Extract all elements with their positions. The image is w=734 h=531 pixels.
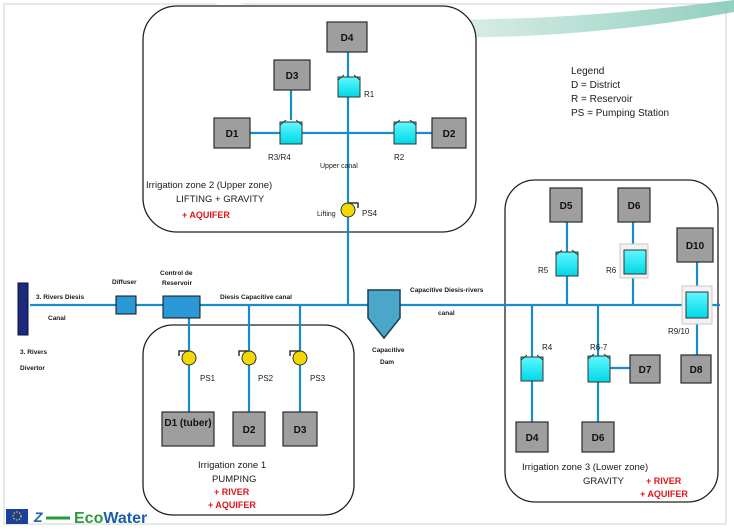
reservoir-label-r6-7: R6-7 [590, 343, 608, 352]
reservoir-r9-10 [681, 285, 713, 325]
zone3-title: Irrigation zone 3 (Lower zone) [522, 462, 648, 473]
brand-eco: Eco [74, 510, 104, 527]
pump-prefix-label: Lifting [317, 211, 336, 218]
dam-label: Capacitive [372, 347, 405, 354]
svg-text:D1: D1 [226, 129, 239, 140]
zone2-district-d3: D3 [273, 59, 311, 91]
zone3-district-d10: D10 [676, 227, 714, 263]
zone2-district-d4: D4 [326, 21, 368, 53]
legend-item: PS = Pumping Station [571, 108, 669, 119]
legend-title: Legend [571, 66, 604, 77]
brand-water: Water [103, 510, 147, 527]
svg-text:D6: D6 [592, 433, 605, 444]
rivers-label: 3. Rivers [20, 349, 47, 356]
zone2-box [142, 5, 477, 233]
svg-text:D2: D2 [243, 425, 256, 436]
reservoir-r1 [337, 74, 361, 98]
zone3-district-d6-upper: D6 [617, 187, 651, 223]
river-label: 3. Rivers Diesis [36, 294, 84, 301]
zone3-district-d5: D5 [549, 187, 583, 223]
control-reservoir [162, 295, 201, 319]
svg-text:D2: D2 [443, 129, 456, 140]
pump-label-ps3: PS3 [310, 374, 326, 383]
pump-label-ps2: PS2 [258, 374, 274, 383]
svg-text:D3: D3 [286, 71, 299, 82]
zone2-title: Irrigation zone 2 (Upper zone) [146, 180, 272, 191]
reservoir-label-r4: R4 [542, 343, 553, 352]
svg-text:D7: D7 [639, 365, 652, 376]
reservoir-label-r5: R5 [538, 266, 549, 275]
reservoir-r4-lower [520, 354, 544, 382]
svg-text:D6: D6 [628, 201, 641, 212]
river-diverter [17, 282, 29, 336]
capacitive-dam [367, 289, 401, 340]
pumps [178, 202, 359, 366]
pump-label-ps1: PS1 [200, 374, 216, 383]
capacitive-canal-label: Capacitive Diesis-rivers [410, 287, 484, 294]
zone1-source-river: + RIVER [214, 487, 250, 497]
svg-text:D8: D8 [690, 365, 703, 376]
reservoir-label-r2: R2 [394, 153, 405, 162]
reservoir-label-r3-r4: R3/R4 [268, 153, 291, 162]
pump-ps3 [289, 350, 308, 366]
zone3-district-d7: D7 [629, 354, 661, 384]
legend: Legend D = District R = Reservoir PS = P… [571, 66, 669, 119]
control-label: Control de [160, 270, 193, 277]
upper-canal-label: Upper canal [320, 163, 358, 170]
dam-label-2: Dam [380, 359, 394, 366]
reservoir-r5 [555, 249, 579, 277]
zone2-source: + AQUIFER [182, 210, 230, 220]
reservoir-label-r6: R6 [606, 266, 617, 275]
legend-item: R = Reservoir [571, 94, 633, 105]
svg-text:D4: D4 [341, 33, 354, 44]
zone1-subtitle: PUMPING [212, 474, 256, 485]
svg-text:D10: D10 [686, 241, 705, 252]
reservoir-label-r9-10: R9/10 [668, 327, 690, 336]
diffuser-label: Diffuser [112, 279, 137, 286]
svg-text:D1 (tuber): D1 (tuber) [164, 418, 211, 429]
control-reservoir-label: Reservoir [162, 280, 192, 287]
canal-label: Canal [48, 315, 66, 322]
svg-text:D3: D3 [294, 425, 307, 436]
pump-ps4 [340, 202, 359, 218]
zone3-source-aquifer: + AQUIFER [640, 489, 688, 499]
zone3-district-d6-lower: D6 [581, 421, 615, 453]
svg-text:D5: D5 [560, 201, 573, 212]
zone1-district-d1: D1 (tuber) [161, 411, 215, 447]
svg-text:EcoWater: EcoWater [74, 510, 147, 527]
pump-label-ps4: PS4 [362, 209, 378, 218]
canal-word-label: canal [438, 310, 455, 317]
zone1-district-d3: D3 [282, 411, 318, 447]
pump-ps2 [238, 350, 257, 366]
reservoir-label-r1: R1 [364, 90, 375, 99]
zone3-district-d8: D8 [680, 354, 712, 384]
divertor-label: Divertor [20, 365, 45, 372]
zone2-district-d2: D2 [431, 117, 467, 149]
ecowater-logo: Z EcoWater [33, 509, 147, 527]
legend-item: D = District [571, 80, 620, 91]
reservoirs [279, 74, 713, 383]
diesis-canal-label: Diesis Capacitive canal [220, 294, 292, 301]
diffuser-box [115, 295, 137, 315]
pump-ps1 [178, 350, 197, 366]
svg-text:D4: D4 [526, 433, 539, 444]
zone3-district-d4: D4 [515, 421, 549, 453]
reservoir-r6 [619, 243, 649, 279]
reservoir-r3-r4 [279, 119, 303, 145]
zone1-district-d2: D2 [232, 411, 266, 447]
eu-flag-logo [6, 509, 28, 524]
zone2-district-d1: D1 [213, 117, 251, 149]
reservoir-r6-7 [587, 353, 611, 383]
svg-text:Z: Z [33, 509, 43, 525]
zone3-subtitle: GRAVITY [583, 476, 625, 487]
zone3-source-river: + RIVER [646, 476, 682, 486]
zone2-subtitle: LIFTING + GRAVITY [176, 194, 265, 205]
zone1-source-aquifer: + AQUIFER [208, 500, 256, 510]
reservoir-r2 [393, 119, 417, 145]
zone1-title: Irrigation zone 1 [198, 460, 266, 471]
